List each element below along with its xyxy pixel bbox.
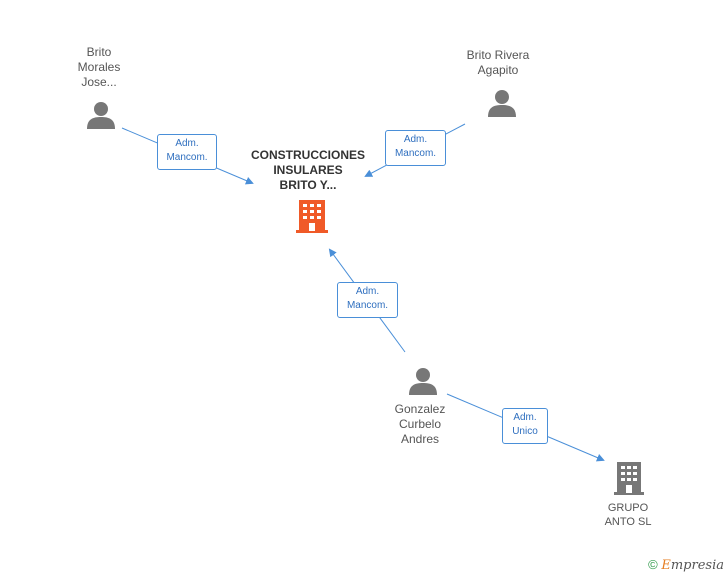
person-icon[interactable]	[408, 366, 438, 396]
footer-brand: © Empresia	[648, 557, 724, 573]
person-name-brito-morales[interactable]: Brito Morales Jose...	[77, 45, 121, 89]
company-name-construcciones[interactable]: CONSTRUCCIONES INSULARES BRITO Y...	[250, 148, 365, 192]
person-name-brito-rivera[interactable]: Brito Rivera Agapito	[466, 48, 530, 77]
building-icon[interactable]	[296, 199, 328, 233]
role-badge[interactable]: Adm. Mancom.	[385, 130, 446, 166]
role-badge[interactable]: Adm. Mancom.	[337, 282, 398, 318]
company-name-grupo-anto[interactable]: GRUPO ANTO SL	[604, 502, 652, 528]
person-icon[interactable]	[487, 88, 517, 118]
brand-logo: Empresia	[661, 558, 724, 573]
person-name-gonzalez-curbelo[interactable]: Gonzalez Curbelo Andres	[394, 402, 446, 446]
role-badge[interactable]: Adm. Unico	[502, 408, 548, 444]
person-icon[interactable]	[86, 100, 116, 130]
building-icon[interactable]	[614, 461, 644, 495]
copyright-icon: ©	[648, 557, 658, 572]
role-badge[interactable]: Adm. Mancom.	[157, 134, 217, 170]
